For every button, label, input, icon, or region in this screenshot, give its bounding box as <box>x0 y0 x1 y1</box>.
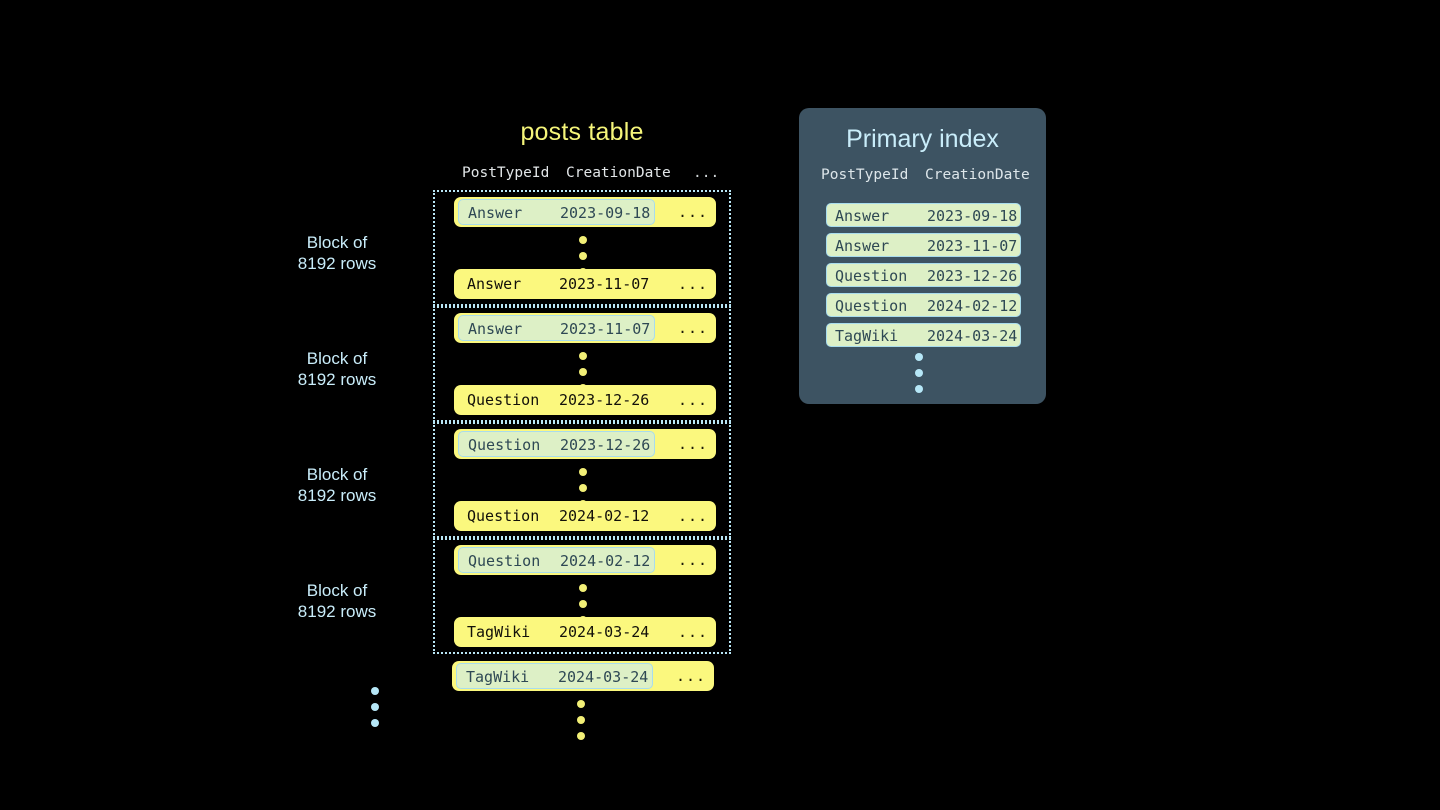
column-header-creationdate: CreationDate <box>566 165 671 181</box>
cell-creationdate: 2024-02-12 <box>559 507 650 525</box>
cell-creationdate: 2024-02-12 <box>927 297 1018 315</box>
cell-posttypeid: Question <box>467 391 540 409</box>
primary-index-column-headers: PostTypeId CreationDate <box>799 167 1046 187</box>
block-2-label: Block of 8192 rows <box>257 348 417 390</box>
cell-posttypeid: Question <box>468 552 541 570</box>
page-title: posts table <box>520 118 644 146</box>
cell-creationdate: 2024-03-24 <box>559 623 650 641</box>
cell-posttypeid: TagWiki <box>835 327 899 345</box>
cell-creationdate: 2023-09-18 <box>560 204 651 222</box>
block-label-line2: 8192 rows <box>297 602 377 621</box>
block-label-line1: Block of <box>306 349 368 368</box>
cell-creationdate: 2023-12-26 <box>559 391 650 409</box>
index-row: TagWiki 2024-03-24 <box>826 323 1021 347</box>
cell-posttypeid: Answer <box>835 237 890 255</box>
cell-more: ... <box>678 507 709 525</box>
index-row: Answer 2023-09-18 <box>826 203 1021 227</box>
table-row: Answer 2023-11-07 ... <box>454 313 716 343</box>
table-row: Answer 2023-11-07 ... <box>454 269 716 299</box>
block-label-line1: Block of <box>306 233 368 252</box>
block-1: Block of 8192 rows Answer 2023-09-18 ...… <box>298 190 731 306</box>
cell-posttypeid: TagWiki <box>466 668 530 686</box>
cell-more: ... <box>676 667 707 685</box>
cell-creationdate: 2024-02-12 <box>560 552 651 570</box>
column-header-more: ... <box>693 165 720 181</box>
block-3-label: Block of 8192 rows <box>257 464 417 506</box>
block-label-line2: 8192 rows <box>297 370 377 389</box>
index-row: Answer 2023-11-07 <box>826 233 1021 257</box>
row-key-cells-highlighted: Question 2023-12-26 <box>458 431 655 457</box>
blocks-bottom-ellipsis-dots <box>371 687 381 735</box>
row-key-cells: Answer 2023-11-07 <box>458 271 655 297</box>
cell-creationdate: 2024-03-24 <box>558 668 649 686</box>
table-row: Question 2023-12-26 ... <box>454 385 716 415</box>
column-header-posttypeid: PostTypeId <box>821 167 909 183</box>
cell-posttypeid: Question <box>467 507 540 525</box>
cell-more: ... <box>678 551 709 569</box>
column-header-posttypeid: PostTypeId <box>462 165 550 181</box>
column-header-creationdate: CreationDate <box>925 167 1030 183</box>
block-label-line2: 8192 rows <box>297 486 377 505</box>
block-1-label: Block of 8192 rows <box>257 232 417 274</box>
row-key-cells: TagWiki 2024-03-24 <box>458 619 655 645</box>
cell-creationdate: 2023-12-26 <box>927 267 1018 285</box>
posts-table-column-headers: PostTypeId CreationDate ... <box>447 165 731 185</box>
index-row: Question 2024-02-12 <box>826 293 1021 317</box>
row-key-cells-highlighted: Question 2024-02-12 <box>458 547 655 573</box>
cell-posttypeid: TagWiki <box>467 623 531 641</box>
cell-creationdate: 2023-11-07 <box>560 320 651 338</box>
block-3: Block of 8192 rows Question 2023-12-26 .… <box>298 422 731 538</box>
table-row: Answer 2023-09-18 ... <box>454 197 716 227</box>
block-4: Block of 8192 rows Question 2024-02-12 .… <box>298 538 731 654</box>
block-4-label: Block of 8192 rows <box>257 580 417 622</box>
row-key-cells-highlighted: Answer 2023-11-07 <box>458 315 655 341</box>
primary-index-panel: Primary index PostTypeId CreationDate An… <box>799 108 1046 404</box>
cell-creationdate: 2023-09-18 <box>927 207 1018 225</box>
cell-posttypeid: Question <box>835 267 908 285</box>
row-key-cells: Question 2023-12-26 <box>458 387 655 413</box>
cell-creationdate: 2023-11-07 <box>927 237 1018 255</box>
cell-more: ... <box>678 391 709 409</box>
cell-creationdate: 2023-11-07 <box>559 275 650 293</box>
table-bottom-ellipsis-dots <box>577 700 587 748</box>
row-key-cells-highlighted: Answer 2023-09-18 <box>458 199 655 225</box>
cell-more: ... <box>678 319 709 337</box>
primary-index-title: Primary index <box>846 125 999 153</box>
cell-more: ... <box>678 275 709 293</box>
table-row: Question 2023-12-26 ... <box>454 429 716 459</box>
row-key-cells: Question 2024-02-12 <box>458 503 655 529</box>
table-row: Question 2024-02-12 ... <box>454 501 716 531</box>
cell-more: ... <box>678 203 709 221</box>
table-row-trailing: TagWiki 2024-03-24 ... <box>452 661 714 691</box>
index-row: Question 2023-12-26 <box>826 263 1021 287</box>
cell-posttypeid: Answer <box>467 275 522 293</box>
block-label-line1: Block of <box>306 581 368 600</box>
cell-posttypeid: Question <box>468 436 541 454</box>
cell-posttypeid: Question <box>835 297 908 315</box>
block-label-line2: 8192 rows <box>297 254 377 273</box>
table-row: Question 2024-02-12 ... <box>454 545 716 575</box>
cell-creationdate: 2023-12-26 <box>560 436 651 454</box>
block-2: Block of 8192 rows Answer 2023-11-07 ...… <box>298 306 731 422</box>
row-key-cells-highlighted: TagWiki 2024-03-24 <box>456 663 653 689</box>
cell-posttypeid: Answer <box>468 204 523 222</box>
cell-posttypeid: Answer <box>468 320 523 338</box>
index-ellipsis-dots <box>915 353 925 401</box>
block-label-line1: Block of <box>306 465 368 484</box>
cell-posttypeid: Answer <box>835 207 890 225</box>
cell-creationdate: 2024-03-24 <box>927 327 1018 345</box>
cell-more: ... <box>678 623 709 641</box>
cell-more: ... <box>678 435 709 453</box>
table-row: TagWiki 2024-03-24 ... <box>454 617 716 647</box>
